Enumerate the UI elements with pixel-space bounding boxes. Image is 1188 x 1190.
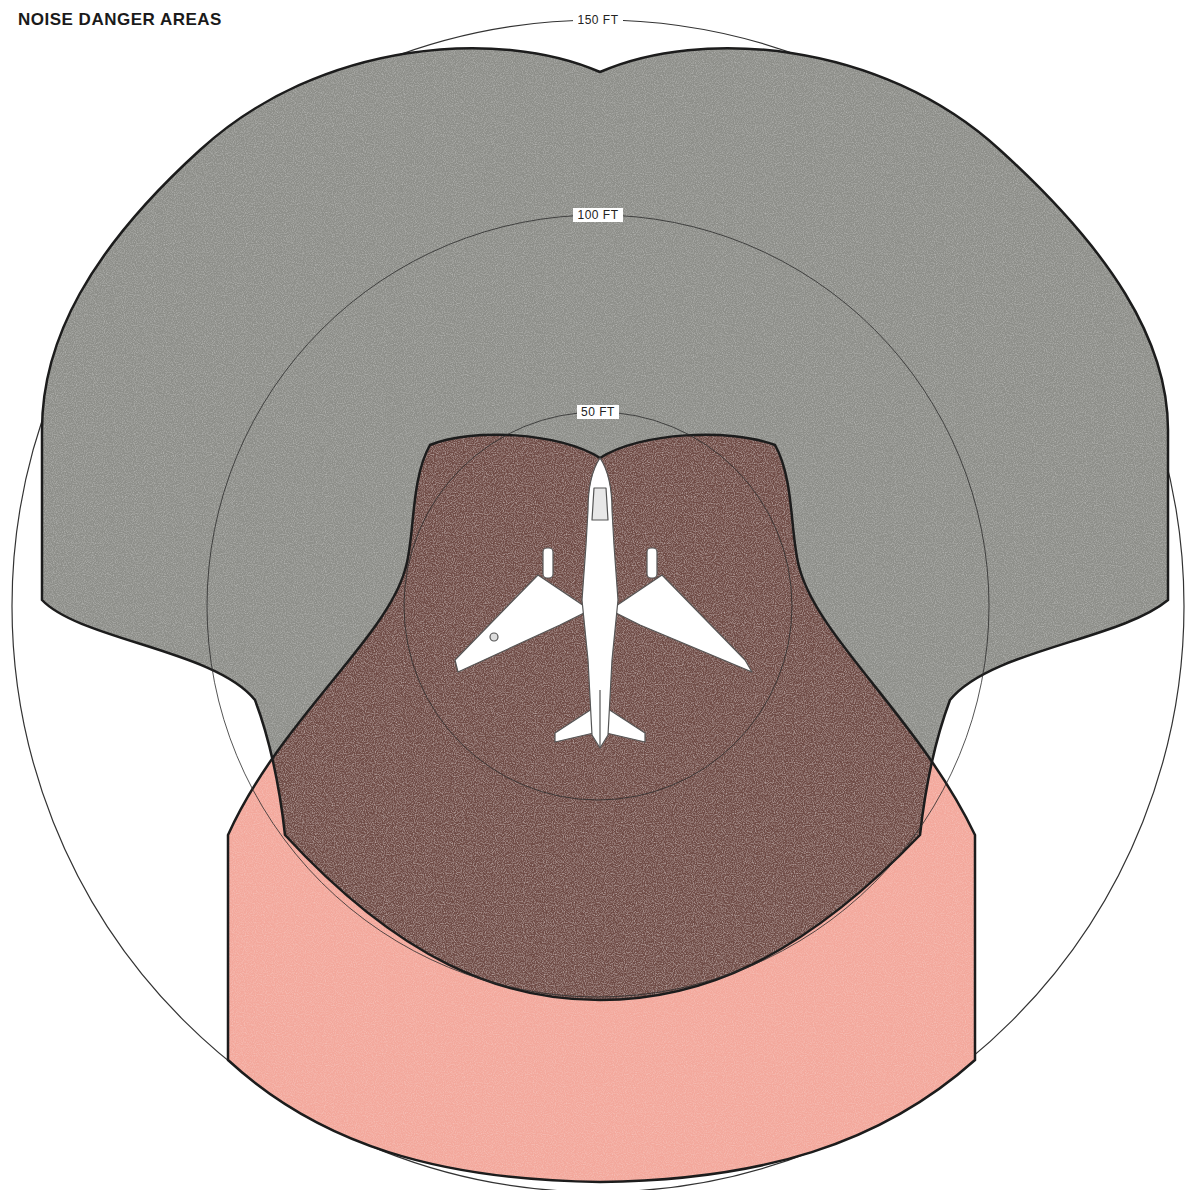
grey-outline <box>42 48 1168 1000</box>
engine-pod <box>543 548 553 578</box>
canopy <box>592 488 608 520</box>
range-circle <box>404 412 792 800</box>
wing-marking <box>490 633 498 641</box>
diagram-title: NOISE DANGER AREAS <box>18 10 222 30</box>
engine-pod <box>647 548 657 578</box>
range-circle <box>12 20 1184 1190</box>
left-wing <box>455 575 590 672</box>
distance-label: 150 FT <box>573 13 622 27</box>
fin <box>599 690 600 748</box>
aircraft <box>455 458 752 748</box>
right-wing <box>610 575 752 672</box>
range-circle <box>207 215 989 997</box>
distance-label: 100 FT <box>573 208 622 222</box>
pink-outline <box>228 435 975 1182</box>
pink-texture <box>228 435 975 1182</box>
fuselage <box>582 458 618 748</box>
distance-label: 50 FT <box>577 405 619 419</box>
